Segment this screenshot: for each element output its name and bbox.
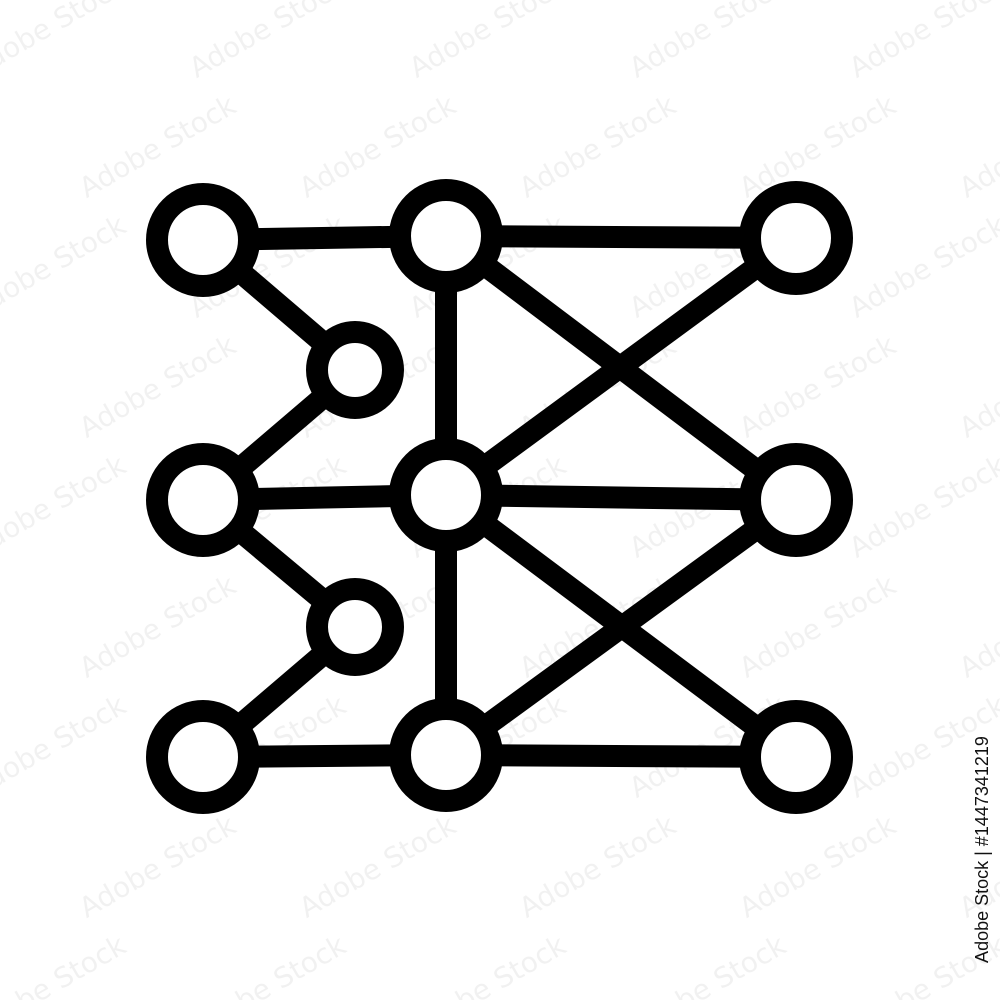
network-edge — [435, 744, 807, 768]
network-node — [306, 321, 404, 419]
network-node — [389, 698, 503, 812]
network-node — [739, 443, 853, 557]
network-node — [739, 181, 853, 295]
network-node — [306, 578, 404, 676]
network-edge — [435, 484, 807, 511]
network-edge — [435, 489, 807, 766]
stock-id-label: Adobe Stock | #1447341219 — [968, 640, 996, 1000]
network-node — [389, 438, 503, 552]
network-edge — [435, 227, 807, 506]
network-node — [146, 183, 260, 297]
network-node — [146, 700, 260, 814]
network-node — [739, 700, 853, 814]
network-node — [146, 443, 260, 557]
network-edge — [435, 225, 807, 249]
stock-id-text: Adobe Stock | #1447341219 — [971, 736, 992, 963]
network-node — [389, 179, 503, 293]
